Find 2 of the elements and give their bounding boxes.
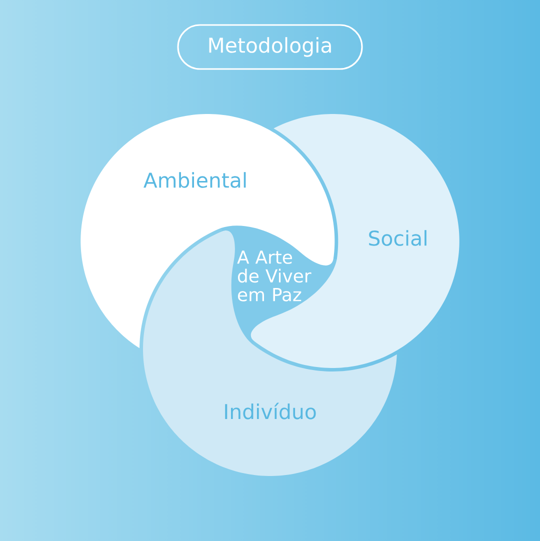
center-region: A Arte de Viver em Paz	[221, 226, 337, 344]
title-pill: Metodologia	[177, 24, 363, 70]
